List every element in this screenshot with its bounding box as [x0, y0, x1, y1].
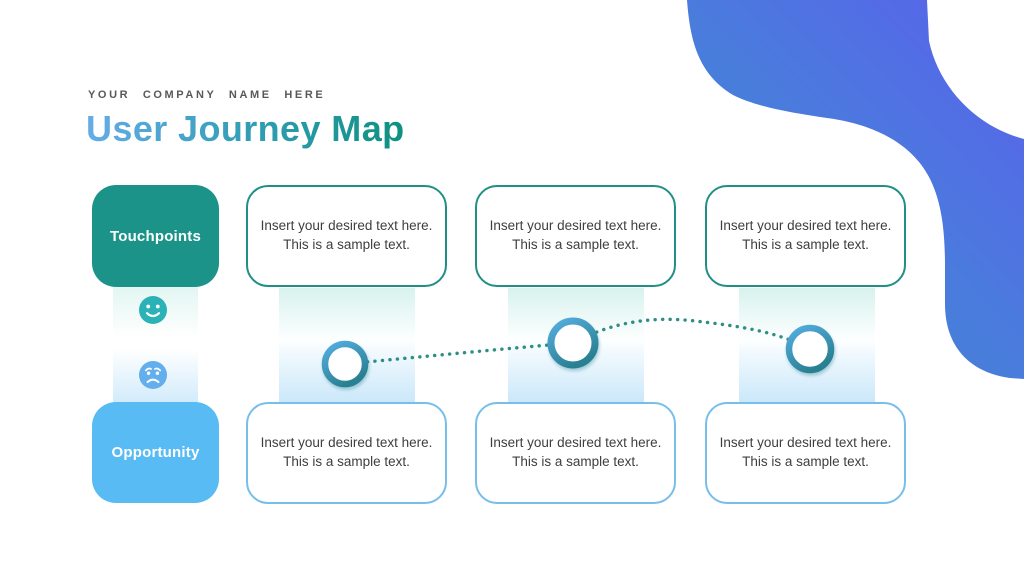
- opportunity-row-label: Opportunity: [92, 402, 219, 503]
- column-strip-2: [508, 288, 644, 402]
- opportunity-card-3: Insert your desired text here. This is a…: [705, 402, 906, 504]
- company-name-placeholder: YOUR COMPANY NAME HERE: [88, 89, 326, 101]
- touchpoint-card-3-text: Insert your desired text here. This is a…: [719, 218, 892, 252]
- touchpoints-label-text: Touchpoints: [109, 227, 202, 245]
- column-strip-3: [739, 288, 875, 402]
- touchpoint-card-2-text: Insert your desired text here. This is a…: [489, 218, 662, 252]
- slide-title: User Journey Map: [86, 108, 405, 149]
- opportunity-card-1-text: Insert your desired text here. This is a…: [260, 435, 433, 469]
- touchpoints-row-label: Touchpoints: [92, 185, 219, 287]
- touchpoint-card-1-text: Insert your desired text here. This is a…: [260, 218, 433, 252]
- opportunity-card-2-text: Insert your desired text here. This is a…: [489, 435, 662, 469]
- opportunity-card-3-text: Insert your desired text here. This is a…: [719, 435, 892, 469]
- touchpoint-card-3: Insert your desired text here. This is a…: [705, 185, 906, 287]
- touchpoint-card-1: Insert your desired text here. This is a…: [246, 185, 447, 287]
- sad-face-icon: [139, 361, 167, 389]
- column-strip-1: [279, 288, 415, 402]
- opportunity-card-1: Insert your desired text here. This is a…: [246, 402, 447, 504]
- touchpoint-card-2: Insert your desired text here. This is a…: [475, 185, 676, 287]
- opportunity-label-text: Opportunity: [111, 444, 200, 461]
- opportunity-card-2: Insert your desired text here. This is a…: [475, 402, 676, 504]
- happy-face-icon: [139, 296, 167, 324]
